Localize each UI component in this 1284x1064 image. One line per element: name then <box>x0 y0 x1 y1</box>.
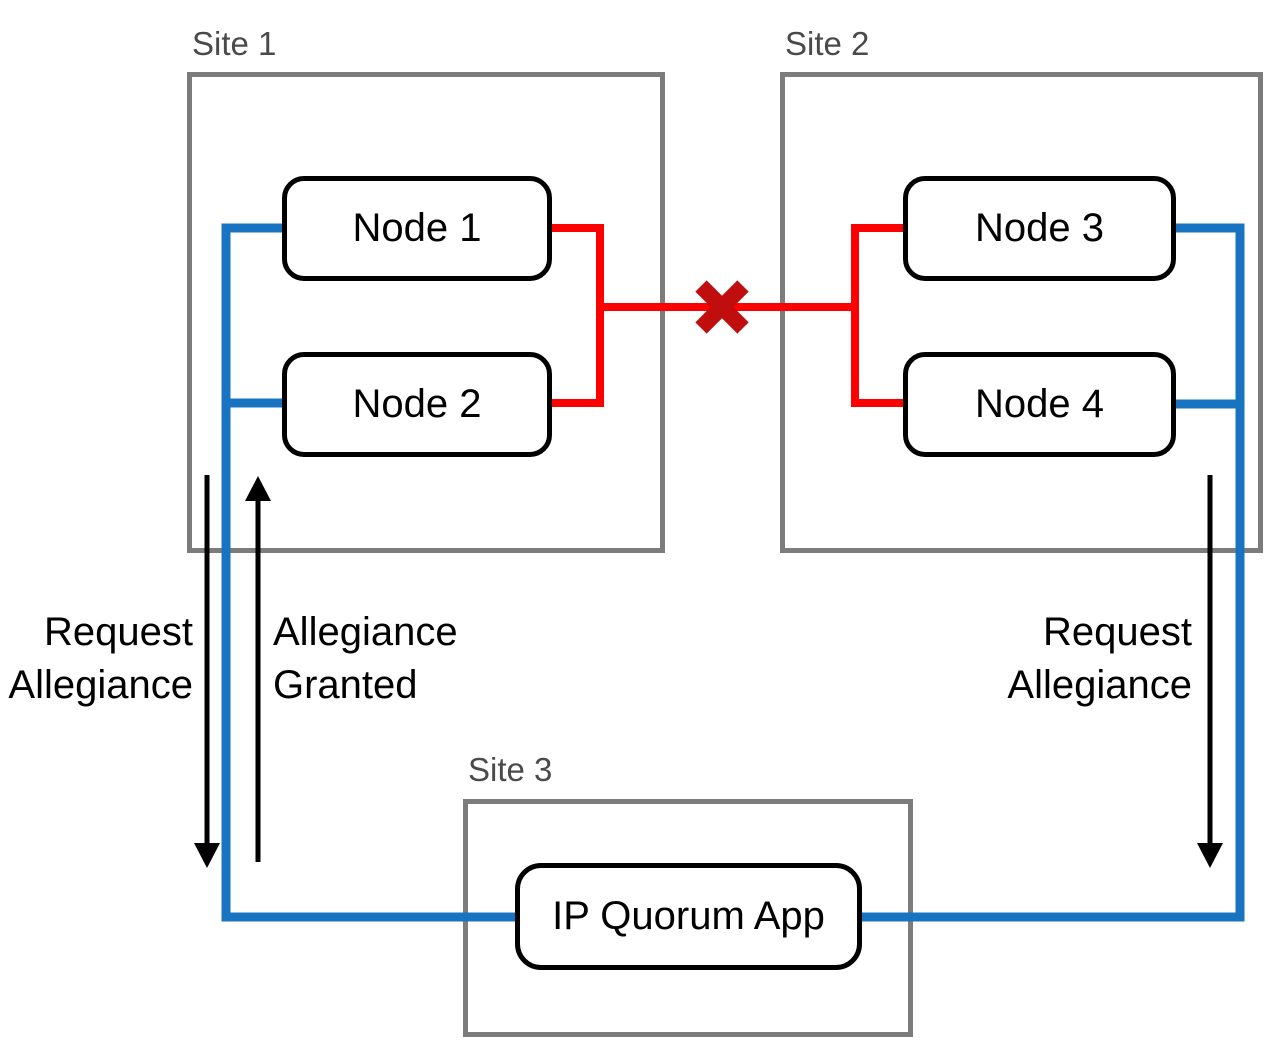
allegiance-granted-label: Allegiance Granted <box>273 606 533 712</box>
red-link-site2-bracket <box>851 224 908 407</box>
site-2-box <box>780 72 1263 553</box>
label-line-1: Request <box>1043 610 1192 654</box>
label-line-1: Allegiance <box>273 610 458 654</box>
label-line-2: Allegiance <box>1007 663 1192 707</box>
arrow-head <box>1197 843 1223 868</box>
node-4-label: Node 4 <box>975 382 1104 426</box>
request-allegiance-right-arrow-icon <box>1197 475 1223 868</box>
request-allegiance-right-label: Request Allegiance <box>892 606 1192 712</box>
label-line-2: Granted <box>273 663 418 707</box>
allegiance-granted-up-arrow-icon <box>245 476 271 862</box>
label-line-2: Allegiance <box>8 663 193 707</box>
site-1-box <box>187 72 665 553</box>
node-1-box: Node 1 <box>282 176 552 281</box>
node-2-label: Node 2 <box>352 382 482 426</box>
site-2-label: Site 2 <box>785 25 870 62</box>
node-2-box: Node 2 <box>282 352 552 457</box>
node-1-label: Node 1 <box>352 206 482 250</box>
site-3-label: Site 3 <box>468 751 553 788</box>
request-allegiance-left-arrow-icon <box>194 475 220 868</box>
label-line-1: Request <box>44 610 193 654</box>
ip-quorum-app-box: IP Quorum App <box>515 863 862 970</box>
broken-link-x-icon <box>695 280 749 334</box>
arrow-head <box>194 843 220 868</box>
blue-link-site1-path <box>221 223 519 922</box>
node-3-label: Node 3 <box>975 206 1104 250</box>
ip-quorum-app-label: IP Quorum App <box>552 894 825 938</box>
x-stroke-2 <box>695 280 749 334</box>
site-1-label: Site 1 <box>192 25 277 62</box>
node-4-box: Node 4 <box>903 352 1176 457</box>
arrow-head <box>245 476 271 501</box>
blue-link-site2-path <box>858 223 1245 922</box>
red-link-site1-bracket <box>548 224 604 407</box>
node-3-box: Node 3 <box>903 176 1176 281</box>
request-allegiance-left-label: Request Allegiance <box>0 606 193 712</box>
